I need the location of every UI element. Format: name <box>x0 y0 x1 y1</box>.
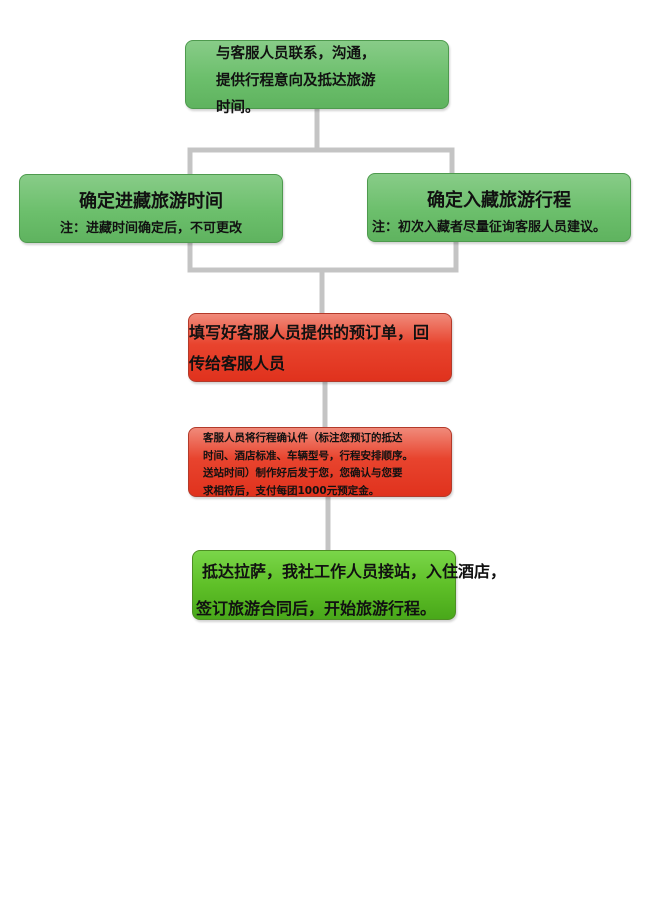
step-contact-line: 时间。 <box>216 100 260 116</box>
step-confirmation-line: 客服人员将行程确认件（标注您预订的抵达 <box>203 432 403 444</box>
step-contact-line: 与客服人员联系，沟通， <box>216 46 376 62</box>
step-arrival-line: 抵达拉萨，我社工作人员接站，入住酒店， <box>202 562 507 581</box>
step-fill-order-line: 传给客服人员 <box>189 354 286 373</box>
step-confirm-itinerary-title: 确定入藏旅游行程 <box>427 190 571 211</box>
step-fill-order-box: 填写好客服人员提供的预订单，回 传给客服人员 <box>188 313 452 382</box>
step-contact-line: 提供行程意向及抵达旅游 <box>216 73 376 89</box>
step-confirmation-line: 求相符后，支付每团1000元预定金。 <box>203 484 380 497</box>
step-fill-order-text: 填写好客服人员提供的预订单，回 传给客服人员 <box>189 317 451 379</box>
step-confirm-itinerary-box: 确定入藏旅游行程 注：初次入藏者尽量征询客服人员建议。 <box>367 173 631 242</box>
step-arrival-line: 签订旅游合同后，开始旅游行程。 <box>196 599 437 618</box>
step-arrival-box: 抵达拉萨，我社工作人员接站，入住酒店， 签订旅游合同后，开始旅游行程。 <box>192 550 506 620</box>
step-contact-box: 与客服人员联系，沟通， 提供行程意向及抵达旅游 时间。 <box>185 40 449 116</box>
step-confirmation-box: 客服人员将行程确认件（标注您预订的抵达 时间、酒店标准、车辆型号，行程安排顺序。… <box>188 427 452 497</box>
step-fill-order-line: 填写好客服人员提供的预订单，回 <box>189 323 430 342</box>
step-confirmation-line: 时间、酒店标准、车辆型号，行程安排顺序。 <box>203 449 413 462</box>
step-confirmation-line: 送站时间）制作好后发于您，您确认与您要 <box>203 467 403 479</box>
step-confirm-time-title: 确定进藏旅游时间 <box>79 191 223 212</box>
step-contact-text: 与客服人员联系，沟通， 提供行程意向及抵达旅游 时间。 <box>216 41 436 122</box>
step-confirm-time-note: 注：进藏时间确定后，不可更改 <box>59 221 242 236</box>
step-confirmation-text: 客服人员将行程确认件（标注您预订的抵达 时间、酒店标准、车辆型号，行程安排顺序。… <box>203 430 445 500</box>
step-confirm-itinerary-note: 注：初次入藏者尽量征询客服人员建议。 <box>372 220 607 235</box>
step-confirm-time-box: 确定进藏旅游时间 注：进藏时间确定后，不可更改 <box>19 174 283 243</box>
